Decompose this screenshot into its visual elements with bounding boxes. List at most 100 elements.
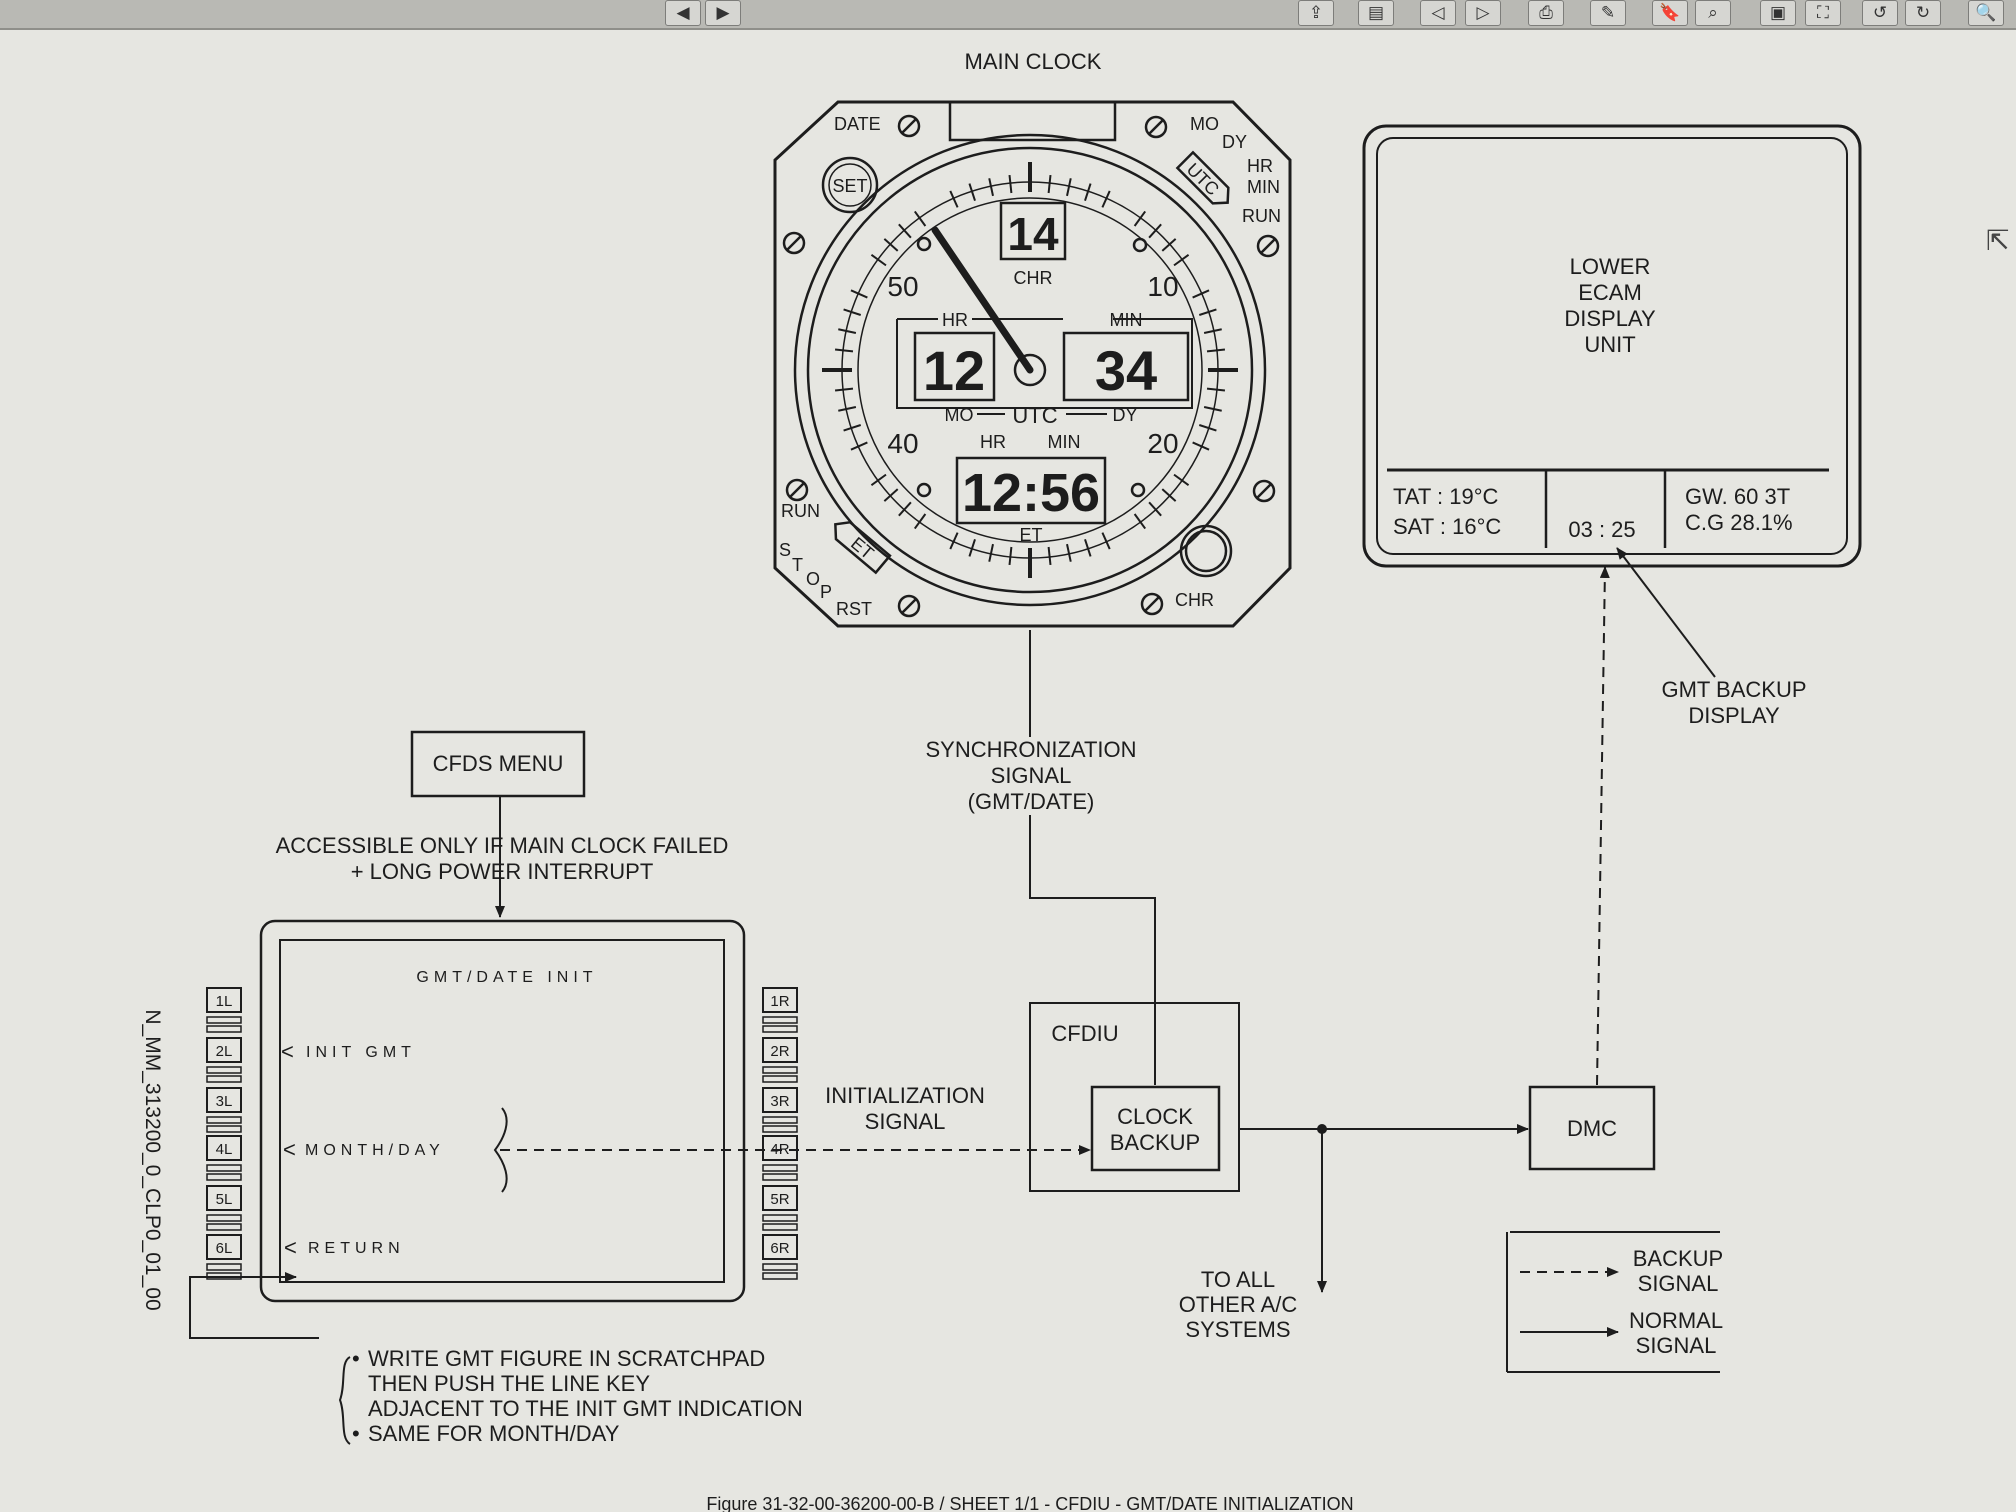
rotate-left-icon[interactable]: ↺ (1862, 0, 1898, 26)
gmt-backup-label-1: GMT BACKUP (1661, 677, 1806, 702)
figure-caption: Figure 31-32-00-36200-00-B / SHEET 1/1 -… (706, 1494, 1353, 1512)
instruction-line-4: SAME FOR MONTH/DAY (368, 1421, 620, 1446)
accessible-note-1: ACCESSIBLE ONLY IF MAIN CLOCK FAILED (276, 833, 729, 858)
dial-tick (1192, 441, 1210, 451)
lsk-3l[interactable]: 3L (206, 1087, 242, 1113)
dial-tick (1203, 406, 1222, 412)
sync-label-3: (GMT/DATE) (968, 789, 1095, 814)
et-window (955, 456, 1107, 525)
fit-page-icon[interactable]: ▣ (1760, 0, 1796, 26)
dial-tick (1198, 308, 1217, 316)
lsk-5r[interactable]: 5R (762, 1185, 798, 1211)
ecam-gw: GW. 60 3T (1685, 484, 1790, 509)
nav-forward-icon[interactable]: ▶ (705, 0, 741, 26)
chr-value: 14 (1007, 208, 1059, 260)
svg-text:ET: ET (847, 533, 877, 563)
ecam-time: 03 : 25 (1568, 517, 1635, 542)
ecam-tat: TAT : 19°C (1393, 484, 1498, 509)
lsk-5l[interactable]: 5L (206, 1185, 242, 1211)
lsk-spacer (206, 1272, 242, 1280)
cfdiu-box (1029, 1002, 1240, 1192)
notes-icon[interactable]: ▤ (1358, 0, 1394, 26)
dial-20: 20 (1147, 428, 1178, 459)
dial-tick (1101, 532, 1111, 550)
lsk-spacer (762, 1173, 798, 1181)
dial-tick (1047, 546, 1052, 566)
nav-back-icon[interactable]: ◀ (665, 0, 701, 26)
ecam-title-3: DISPLAY (1564, 306, 1656, 331)
mcdu-return: RETURN (308, 1240, 405, 1257)
lsk-1l[interactable]: 1L (206, 987, 242, 1013)
chr-bottom-label: CHR (1175, 590, 1214, 610)
lsk-spacer (762, 1164, 798, 1172)
prev-icon[interactable]: ◁ (1420, 0, 1456, 26)
dial-tick (843, 424, 862, 432)
dial-tick (1133, 210, 1147, 227)
svg-text:5R: 5R (770, 1191, 789, 1208)
lsk-spacer (206, 1164, 242, 1172)
instruction-bullet-1: • (352, 1346, 360, 1371)
lsk-spacer (762, 1016, 798, 1024)
ecam-title-2: ECAM (1578, 280, 1642, 305)
lsk-spacer (206, 1116, 242, 1124)
vertical-ref: N_MM_313200_0_CLP0_01_00 (141, 1009, 164, 1310)
dial-tick (968, 538, 976, 557)
lsk-4r[interactable]: 4R (762, 1135, 798, 1161)
dial-tick (850, 289, 868, 299)
cfds-menu-label: CFDS MENU (433, 751, 564, 776)
dial-tick (1148, 223, 1162, 239)
lsk-2r[interactable]: 2R (762, 1037, 798, 1063)
run-label: RUN (1242, 206, 1281, 226)
sync-label-1: SYNCHRONIZATION (925, 737, 1136, 762)
dial-40: 40 (887, 428, 918, 459)
lsk-spacer (206, 1214, 242, 1222)
ecam-title-1: LOWER (1570, 254, 1651, 279)
clock-backup-2: BACKUP (1110, 1130, 1200, 1155)
dial-10: 10 (1147, 271, 1178, 302)
lsk-spacer (762, 1125, 798, 1133)
lsk-spacer (206, 1066, 242, 1074)
et-hr-label: HR (980, 432, 1006, 452)
rotate-right-icon[interactable]: ↻ (1905, 0, 1941, 26)
fullscreen-icon[interactable]: ⛶ (1805, 0, 1841, 26)
dial-tick (898, 501, 912, 517)
mcdu-caret-2: < (283, 1137, 296, 1162)
et-min-label: MIN (1048, 432, 1081, 452)
lsk-spacer (762, 1075, 798, 1083)
print-icon[interactable]: ⎙ (1528, 0, 1564, 26)
ecam-sat: SAT : 16°C (1393, 514, 1501, 539)
dial-tick (913, 513, 927, 530)
lsk-2l[interactable]: 2L (206, 1037, 242, 1063)
run-left-label: RUN (781, 501, 820, 521)
dial-tick (1198, 424, 1217, 432)
lsk-3r[interactable]: 3R (762, 1087, 798, 1113)
svg-text:2R: 2R (770, 1043, 789, 1060)
export-icon[interactable]: ⇪ (1298, 0, 1334, 26)
date-mo-value: 12 (923, 339, 985, 402)
lsk-6l[interactable]: 6L (206, 1234, 242, 1260)
next-icon[interactable]: ▷ (1465, 0, 1501, 26)
ecam-cg: C.G 28.1% (1685, 510, 1793, 535)
set-label: SET (832, 176, 867, 196)
svg-text:5L: 5L (216, 1191, 233, 1208)
search-icon[interactable]: 🔍 (1968, 0, 2004, 26)
legend-normal-1: NORMAL (1629, 1308, 1723, 1333)
stop-t: T (792, 555, 803, 575)
dial-tick (1148, 501, 1162, 517)
legend-backup-1: BACKUP (1633, 1246, 1723, 1271)
line-select-keys[interactable]: 1L 2L 3L 4L 5L 6L 1R 2R 3R 4R 5R 6R (206, 987, 798, 1280)
lsk-spacer (762, 1263, 798, 1271)
lsk-4l[interactable]: 4L (206, 1135, 242, 1161)
edit-icon[interactable]: ✎ (1590, 0, 1626, 26)
to-all-3: SYSTEMS (1185, 1317, 1290, 1342)
lsk-1r[interactable]: 1R (762, 987, 798, 1013)
dial-tick (883, 238, 899, 252)
zoom-icon[interactable]: ⌕ (1695, 0, 1731, 26)
junction-dot (1317, 1124, 1327, 1134)
mcdu-unit (259, 919, 746, 1303)
min-label: MIN (1247, 177, 1280, 197)
lsk-spacer (206, 1016, 242, 1024)
lsk-6r[interactable]: 6R (762, 1234, 798, 1260)
date-min-label: MIN (1110, 310, 1143, 330)
bookmark-icon[interactable]: 🔖 (1652, 0, 1688, 26)
